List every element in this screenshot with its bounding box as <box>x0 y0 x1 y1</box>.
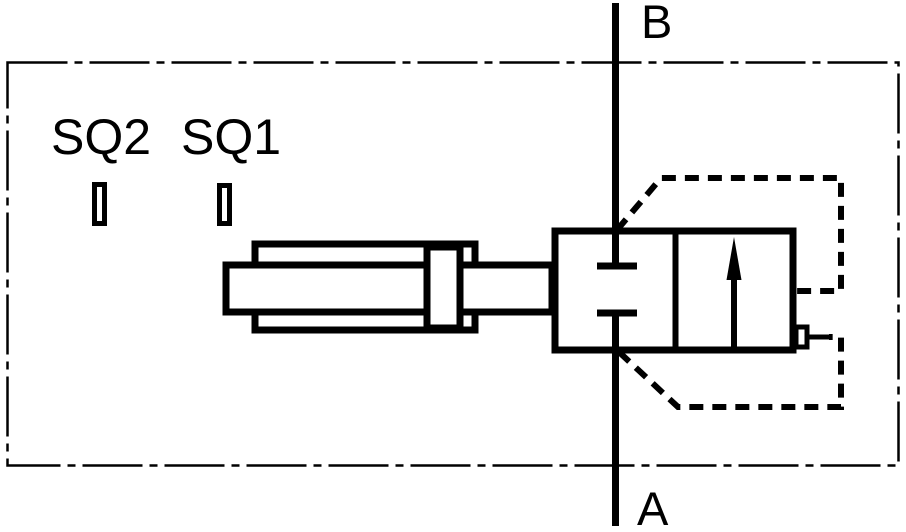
pilot-line-dashed-top <box>614 175 844 294</box>
piston-rod-right <box>454 261 556 316</box>
pilot-line-dashed-bottom <box>616 334 844 410</box>
limit-switch-sq1-label: SQ1 <box>181 109 281 165</box>
flow-arrow-icon <box>726 237 742 350</box>
valve-port-tab <box>793 324 810 350</box>
limit-switch-sq1 <box>217 183 232 226</box>
piston-rod-left <box>222 261 434 316</box>
port-a-label: A <box>637 482 669 532</box>
limit-switch-sq2 <box>92 182 107 226</box>
limit-switch-sq2-label: SQ2 <box>51 109 151 165</box>
port-b-label: B <box>641 0 672 48</box>
boundary-border <box>6 61 900 467</box>
piston-head <box>423 243 464 332</box>
